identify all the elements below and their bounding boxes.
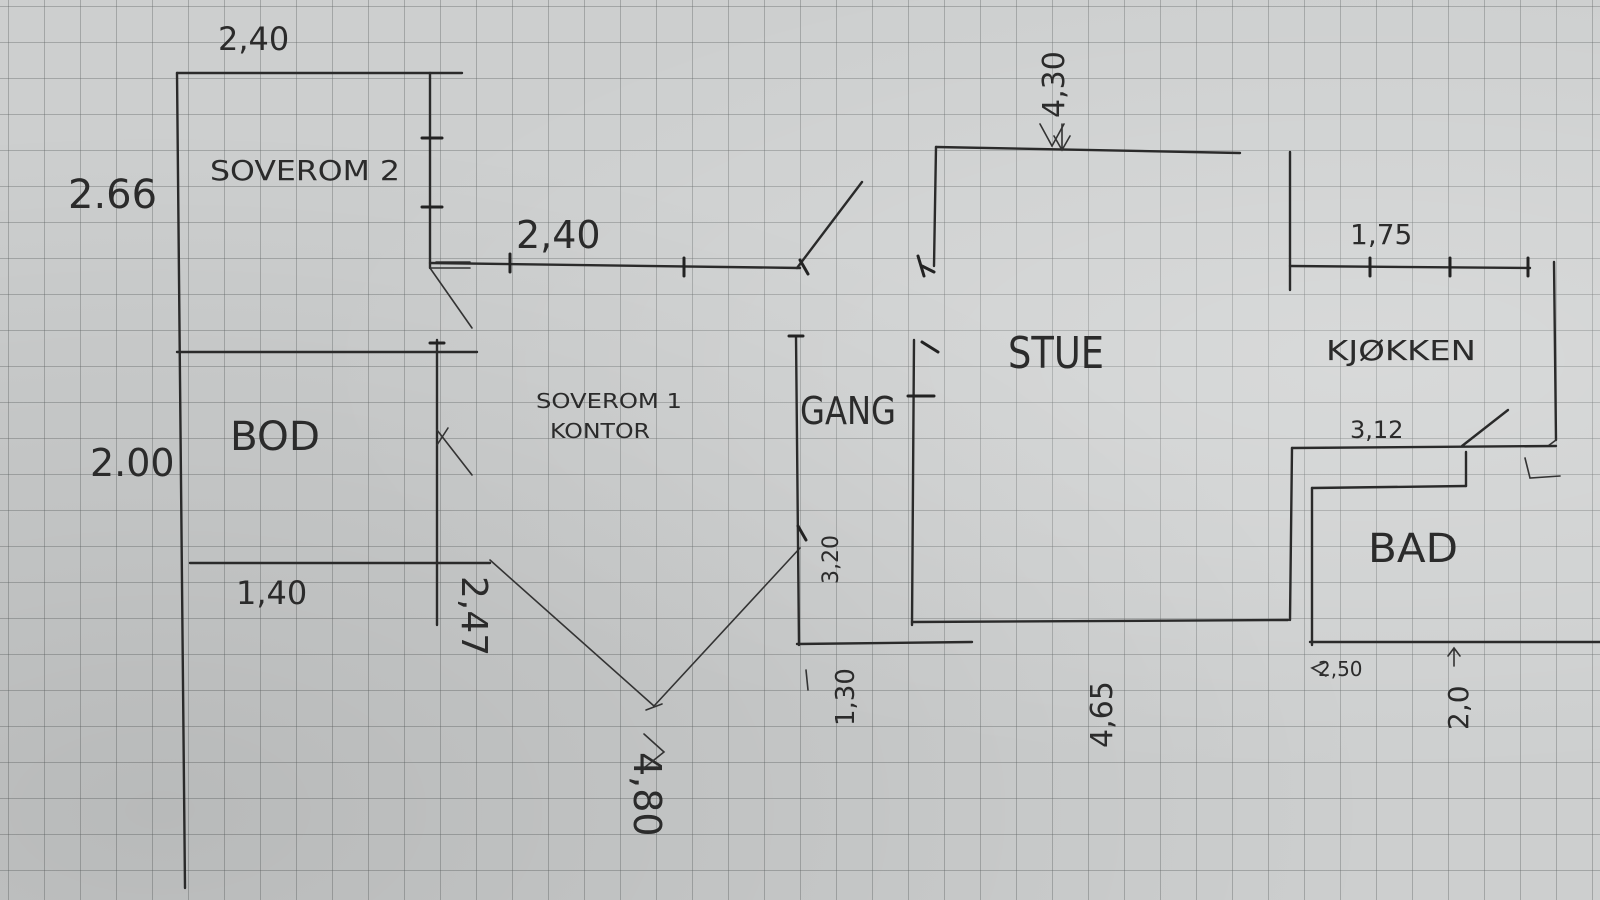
arrow-soverom1-width-icon <box>643 733 666 769</box>
outer-left-wall <box>175 71 187 890</box>
dim-hall-width: 2,40 <box>516 213 601 257</box>
dim-kjokken-width: 1,75 <box>1350 218 1412 251</box>
arrow-bad-height-icon <box>1447 646 1461 667</box>
stue-door-tick <box>920 340 940 354</box>
left-block-walls <box>175 71 492 890</box>
dim-bod-width: 1,40 <box>236 574 307 612</box>
dimension-arrows <box>643 123 1461 769</box>
kjokken-top-dim-line <box>1288 264 1532 270</box>
room-label-bad: BAD <box>1368 526 1458 572</box>
stue-walls <box>906 123 1290 627</box>
soverom1-left-diagonal <box>489 559 655 707</box>
room-label-soverom2: SOVEROM 2 <box>210 154 400 187</box>
hall-door-hinge <box>798 258 810 276</box>
door-swing-icon <box>429 261 473 329</box>
kjokken-walls <box>1288 150 1561 479</box>
stue-door-tick <box>916 254 926 278</box>
stue-upper-left-wall <box>932 145 938 268</box>
gang-dim-tick <box>805 669 809 691</box>
room-labels: SOVEROM 2 BOD SOVEROM 1 KONTOR GANG STUE… <box>210 154 1476 572</box>
bod-door-swing-icon <box>436 427 473 476</box>
stue-dim-tick <box>1039 123 1053 147</box>
stue-door-tick <box>920 264 936 274</box>
dim-gang-length: 3,20 <box>819 535 844 584</box>
stue-top-wall <box>934 145 1242 155</box>
soverom1-right-diagonal <box>653 547 801 707</box>
soverom1-walls <box>489 547 801 711</box>
hall-door-swing <box>795 180 864 270</box>
room-label-kjokken: KJØKKEN <box>1326 334 1476 367</box>
dim-soverom2-width: 2,40 <box>218 20 289 58</box>
arrow-bad-depth-icon <box>1310 661 1327 677</box>
gang-tick <box>796 524 808 542</box>
dimension-labels: 2,40 2.66 2,40 2.00 1,40 2,47 4,80 3,20 … <box>68 20 1475 837</box>
dim-soverom2-height: 2.66 <box>68 172 157 218</box>
dim-bad-height: 2,0 <box>1442 685 1475 730</box>
stue-bottom-wall <box>910 618 1290 624</box>
room-label-kontor: KONTOR <box>550 419 650 443</box>
kjokken-right-wall <box>1552 260 1558 442</box>
hall-line <box>428 180 864 278</box>
room-label-stue: STUE <box>1008 328 1104 379</box>
gang-walls <box>787 334 974 691</box>
bad-outer-left-wall <box>1288 446 1294 622</box>
room-label-bod: BOD <box>230 414 320 460</box>
arrow-stue-depth-icon <box>1053 123 1071 152</box>
room-label-gang: GANG <box>800 389 896 433</box>
kjokken-door-swing <box>1460 408 1510 448</box>
soverom1-corner-tick <box>645 703 663 711</box>
gang-bottom-wall <box>795 640 974 646</box>
kjokken-bad-divider <box>1290 444 1558 450</box>
dim-bod-height: 2.00 <box>90 441 175 485</box>
bad-step-wall <box>1310 484 1468 490</box>
dim-stue-depth: 4,30 <box>1037 51 1072 118</box>
stue-lower-left-wall <box>910 338 916 627</box>
dim-bad-depth: 2,50 <box>1318 657 1363 681</box>
dim-bad-width: 3,12 <box>1350 416 1403 444</box>
gang-left-wall <box>794 334 801 647</box>
dim-gang-width: 1,30 <box>831 668 861 726</box>
room-label-soverom1: SOVEROM 1 <box>536 389 682 413</box>
bad-walls <box>1288 446 1600 647</box>
dim-stue-width: 4,65 <box>1085 681 1120 748</box>
dim-soverom1-depth: 2,47 <box>453 576 494 656</box>
hall-top-wall <box>428 261 802 270</box>
